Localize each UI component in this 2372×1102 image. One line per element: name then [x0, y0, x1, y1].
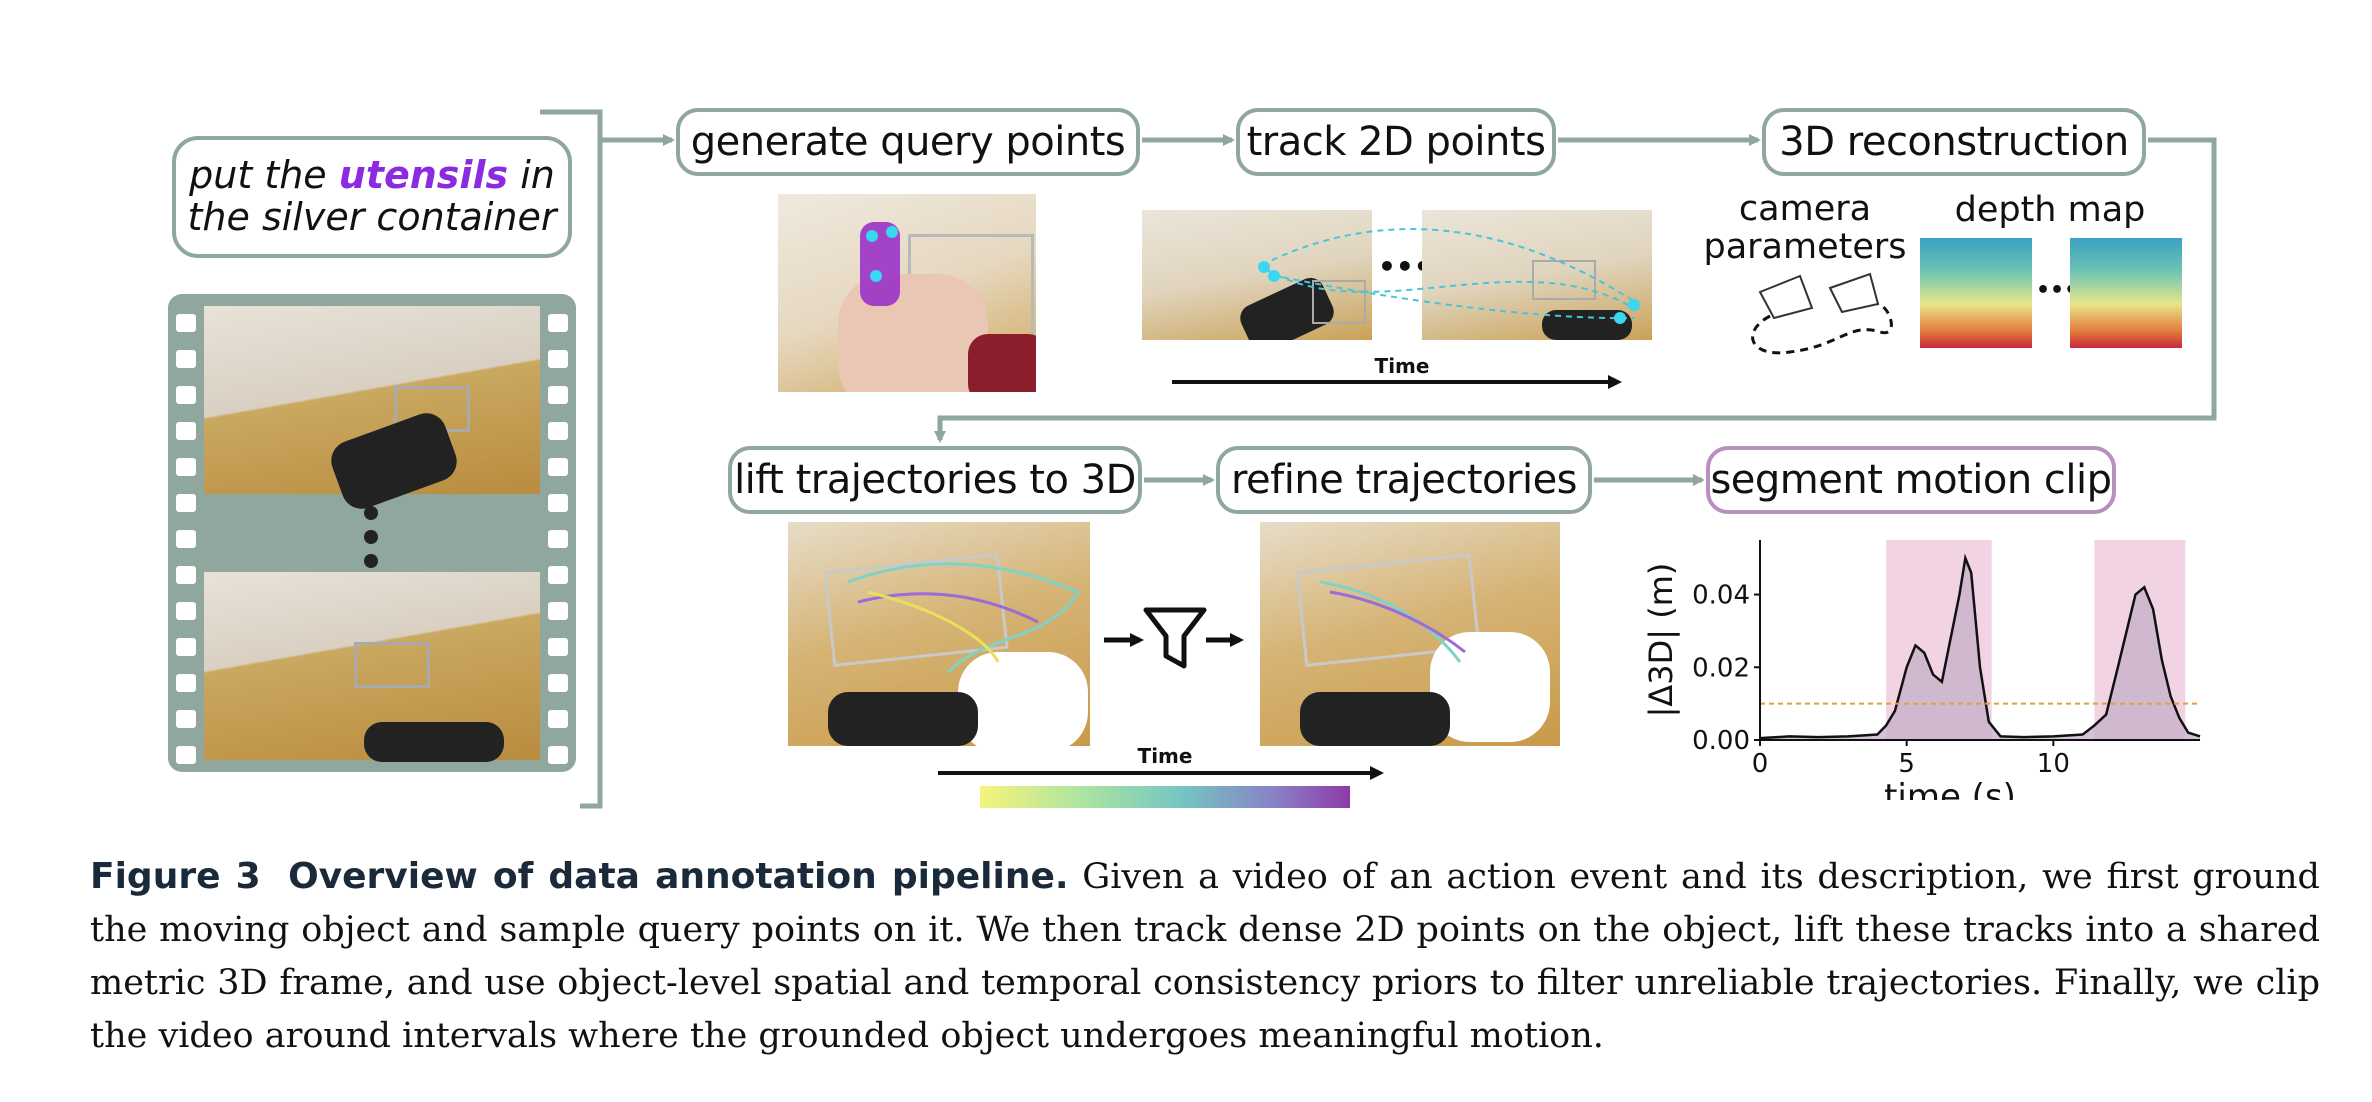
x-axis-label: time (s) [1884, 777, 2016, 800]
sprocket-hole [176, 674, 196, 692]
sprocket-hole [548, 710, 568, 728]
sprocket-hole [548, 314, 568, 332]
sprocket-hole [548, 602, 568, 620]
stage-3d-reconstruction: 3D reconstruction [1762, 108, 2146, 176]
sprocket-hole [176, 746, 196, 764]
track-curves [1258, 228, 1640, 324]
sprocket-hole [548, 638, 568, 656]
time-label-top: Time [1374, 354, 1430, 378]
prompt-box: put the utensils in the silver container [172, 136, 572, 258]
y-axis-label: |Δ3D| (m) [1642, 563, 1680, 718]
sprocket-hole [548, 458, 568, 476]
caption-body: Given a video of an action event and its… [90, 857, 2320, 1056]
sprocket-hole [176, 638, 196, 656]
camera-icons [1751, 272, 1893, 355]
x-tick-label: 0 [1752, 749, 1769, 779]
figure-caption: Figure 3 Overview of data annotation pip… [90, 850, 2320, 1063]
depth-map-1 [1920, 238, 2032, 348]
stage-track-2d-points: track 2D points [1236, 108, 1556, 176]
sprocket-hole [176, 458, 196, 476]
sprocket-hole [548, 566, 568, 584]
camera-parameters-label: camera parameters [1703, 189, 1907, 267]
arrow-to-lift [934, 137, 2217, 443]
displacement-line [1759, 553, 2201, 740]
y-tick-label: 0.02 [1692, 653, 1750, 683]
figure-number: Figure 3 [90, 856, 261, 897]
figure-title: Overview of data annotation pipeline. [288, 856, 1069, 897]
ellipsis-dots [364, 506, 380, 568]
refine-trajectories-image [1260, 522, 1560, 746]
film-strip [168, 294, 576, 772]
video-frame-top [204, 306, 540, 515]
y-tick-label: 0.04 [1692, 581, 1750, 611]
motion-chart: 0.00 0.02 0.04 0 5 10 time (s) |Δ3D| (m) [1642, 540, 2201, 800]
stage-segment-motion-clip: segment motion clip [1706, 446, 2116, 514]
filter-icon [1104, 607, 1244, 669]
depth-map-2 [2070, 238, 2182, 348]
depth-map-label: depth map [1954, 190, 2146, 230]
video-frame-bottom [204, 572, 540, 762]
sprocket-hole [176, 602, 196, 620]
sprocket-hole [176, 350, 196, 368]
sprocket-hole [176, 710, 196, 728]
prompt-highlight: utensils [338, 153, 509, 197]
query-points-image [778, 194, 1036, 392]
connector-lines [540, 109, 2217, 809]
stage-lift-trajectories: lift trajectories to 3D [728, 446, 1142, 514]
sprocket-hole [548, 422, 568, 440]
stage-generate-query-points: generate query points [676, 108, 1140, 176]
time-colorbar [980, 786, 1350, 808]
bracket [540, 109, 603, 809]
y-tick-label: 0.00 [1692, 726, 1750, 756]
sprocket-hole [548, 494, 568, 512]
lift-trajectories-image [788, 522, 1090, 746]
sprocket-hole [176, 566, 196, 584]
x-tick-label: 5 [1898, 749, 1915, 779]
sprocket-hole [548, 746, 568, 764]
sprocket-hole [176, 494, 196, 512]
track-frame-2 [1422, 210, 1652, 340]
sprocket-hole [548, 530, 568, 548]
stage-refine-trajectories: refine trajectories [1216, 446, 1592, 514]
sprocket-hole [176, 422, 196, 440]
sprocket-hole [176, 386, 196, 404]
sprocket-hole [548, 350, 568, 368]
sprocket-hole [548, 674, 568, 692]
sprocket-hole [176, 314, 196, 332]
track-frame-1 [1142, 210, 1372, 340]
sprocket-hole [176, 530, 196, 548]
x-tick-label: 10 [2037, 749, 2070, 779]
sprocket-hole [548, 386, 568, 404]
time-label-bottom: Time [1137, 744, 1193, 768]
